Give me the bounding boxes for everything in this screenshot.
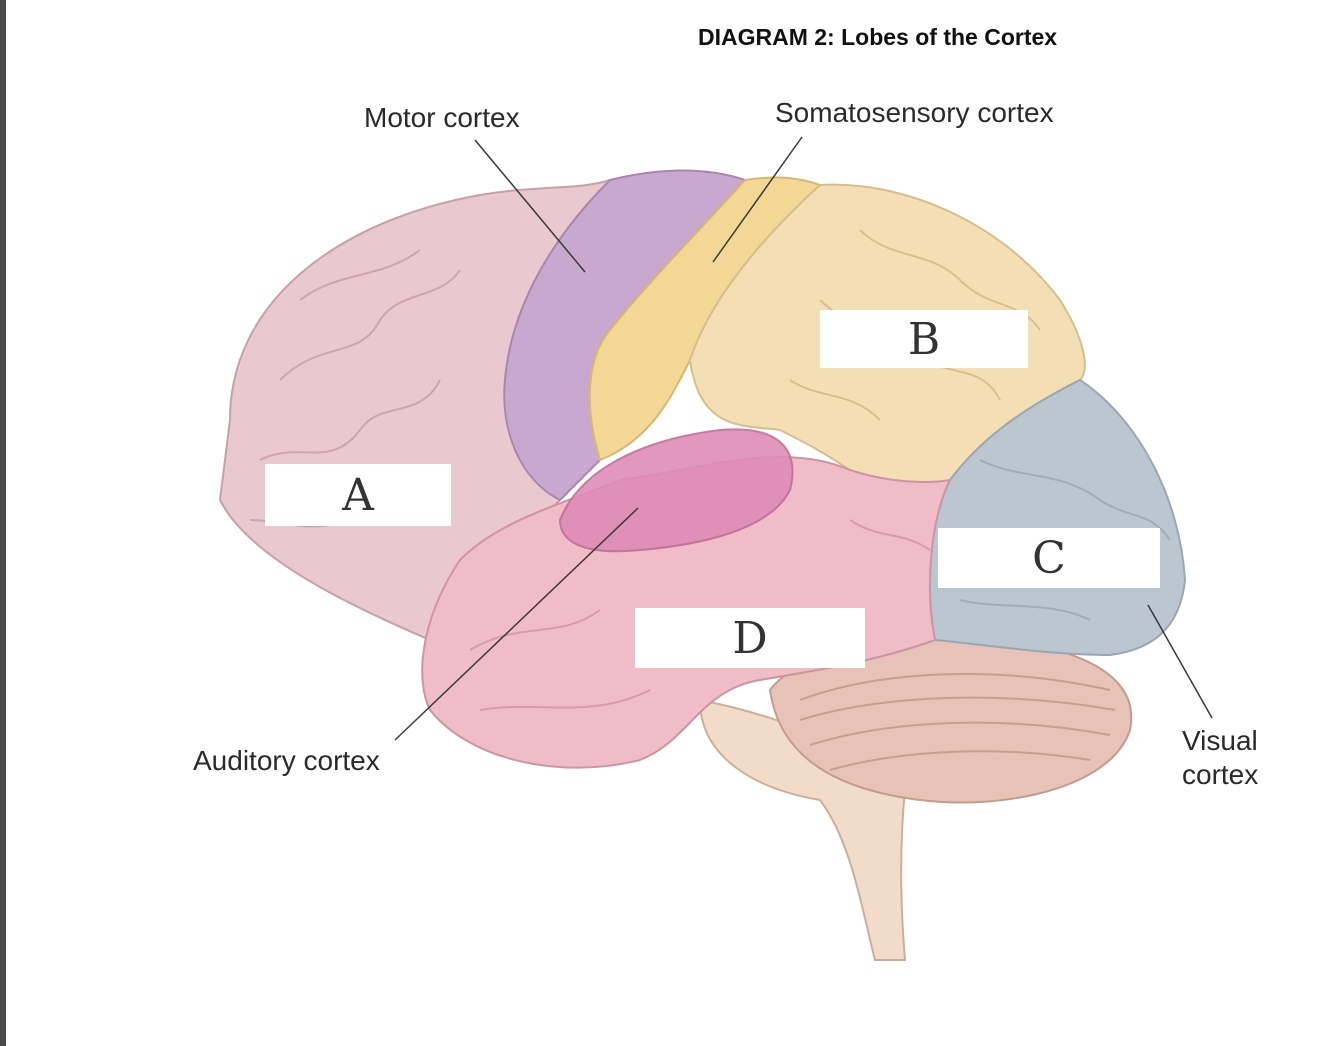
- cerebellum-folia: [799, 673, 1116, 771]
- blank-label-a: A: [265, 464, 451, 526]
- visual-cortex-label: Visual cortex: [1182, 724, 1292, 791]
- blank-label-b: B: [820, 310, 1028, 368]
- blank-label-d: D: [635, 608, 865, 668]
- auditory-leader-line: [394, 507, 639, 741]
- temporal-gyri: [469, 519, 931, 711]
- leader-lines: [394, 136, 1213, 741]
- auditory-cortex-label: Auditory cortex: [193, 745, 380, 776]
- left-edge-bar: [0, 0, 6, 1046]
- somatosensory-leader-line: [712, 136, 803, 263]
- motor-cortex-label: Motor cortex: [364, 102, 520, 133]
- motor-leader-line: [474, 139, 586, 273]
- visual-cortex-label-line2: cortex: [1182, 758, 1259, 790]
- visual-cortex-label-line1: Visual: [1182, 725, 1258, 756]
- visual-leader-line: [1147, 604, 1213, 719]
- diagram-title: DIAGRAM 2: Lobes of the Cortex: [698, 24, 1058, 50]
- somatosensory-cortex-label: Somatosensory cortex: [775, 97, 1054, 128]
- blank-label-c: C: [938, 528, 1160, 588]
- occipital-gyri: [959, 459, 1171, 621]
- auditory-cortex-region: [558, 428, 794, 553]
